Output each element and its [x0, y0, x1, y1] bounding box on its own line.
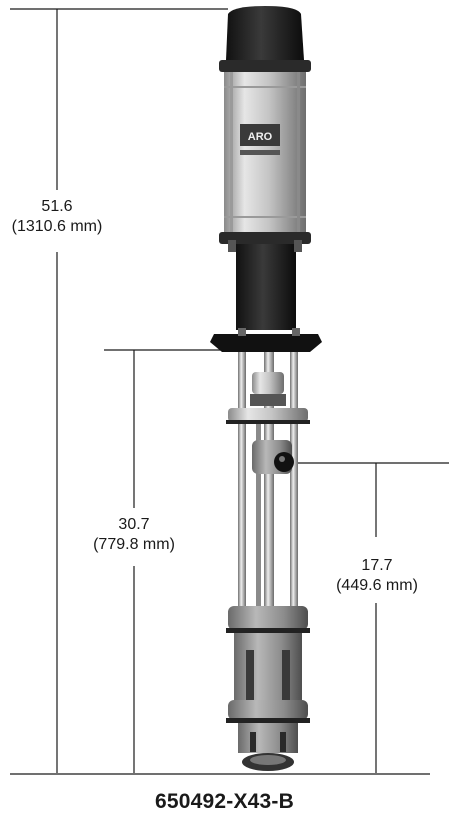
lower-height-metric: (779.8 mm)	[93, 536, 175, 553]
lower-height-label: 30.7 (779.8 mm)	[88, 515, 180, 555]
motor-bottom-flange	[219, 232, 311, 244]
pump-illustration: ARO	[210, 6, 322, 771]
dimension-lines	[10, 8, 449, 775]
center-rod	[264, 352, 274, 612]
motor-cap	[226, 6, 304, 60]
brand-label: ARO	[248, 131, 273, 143]
foot-valve	[238, 723, 298, 753]
outlet-height-metric: (449.6 mm)	[336, 577, 418, 594]
overall-height-value: 51.6	[41, 198, 73, 215]
overall-height-metric: (1310.6 mm)	[11, 218, 103, 235]
cap-flange	[219, 60, 311, 72]
model-number: 650492-X43-B	[155, 790, 294, 813]
outlet-height-value: 17.7	[361, 557, 393, 574]
overall-height-label: 51.6 (1310.6 mm)	[8, 197, 106, 237]
outlet-port	[274, 452, 294, 472]
foot-valve-ring	[228, 700, 308, 720]
lower-height-value: 30.7	[118, 516, 150, 533]
tie-rod-right	[290, 352, 298, 612]
mounting-plate	[210, 334, 322, 352]
outlet-height-label: 17.7 (449.6 mm)	[330, 556, 424, 596]
motor-adapter	[236, 244, 296, 330]
middle-ring	[228, 408, 308, 422]
coupler	[252, 372, 284, 394]
lower-pump-top-ring	[228, 606, 308, 630]
lower-pump-body	[234, 633, 302, 703]
brand-badge	[240, 124, 280, 146]
tie-rod-left	[238, 352, 246, 612]
